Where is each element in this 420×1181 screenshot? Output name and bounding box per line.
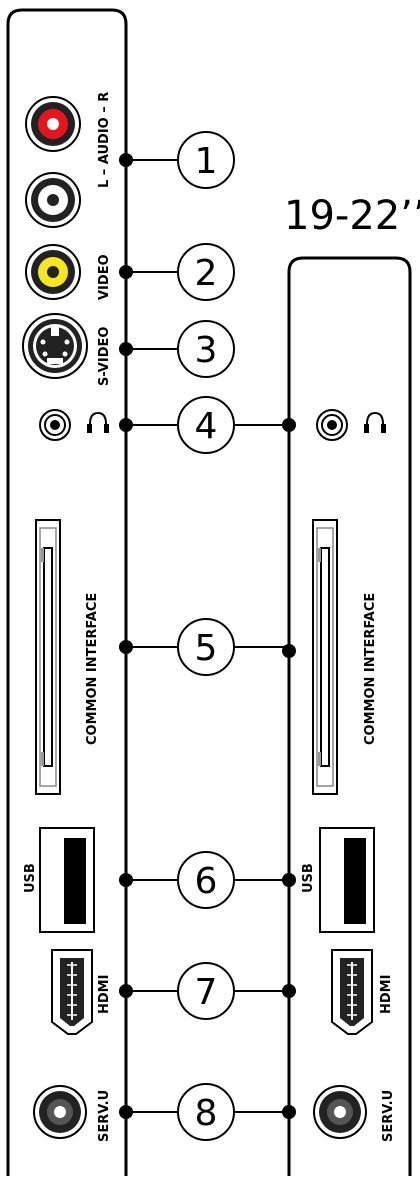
video-jack	[25, 244, 81, 300]
common-interface-slot-right	[312, 519, 338, 795]
callout-8: 8	[119, 1083, 296, 1141]
servu-label-left: SERV.U	[97, 1090, 112, 1142]
callout-4-number: 4	[195, 406, 218, 447]
servu-label-right: SERV.U	[381, 1090, 396, 1142]
svideo-label-text: S-VIDEO	[97, 327, 112, 386]
callout-5-number: 5	[195, 628, 218, 669]
callout-7: 7	[119, 962, 296, 1020]
hdmi-label-left: HDMI	[97, 975, 112, 1014]
callout-7-number: 7	[195, 972, 218, 1013]
video-label-text: VIDEO	[97, 254, 112, 300]
callout-1-number: 1	[195, 141, 218, 182]
audio-label: L – AUDIO – R	[97, 92, 112, 188]
audio-right-jack	[25, 96, 81, 152]
callout-4: 4	[119, 396, 296, 454]
headphone-jack-right	[316, 409, 348, 441]
audio-left-jack	[25, 172, 81, 228]
common-interface-label-right: COMMON INTERFACE	[363, 593, 378, 745]
usb-label-left: USB	[23, 863, 38, 893]
callout-5: 5	[119, 618, 296, 676]
hdmi-port-left	[51, 949, 93, 1035]
headphone-icon	[87, 411, 109, 433]
common-interface-slot-left	[35, 519, 61, 795]
right-panel-outline	[287, 256, 412, 1176]
common-interface-label-left: COMMON INTERFACE	[85, 593, 100, 745]
usb-label-right: USB	[301, 863, 316, 893]
hdmi-label-right: HDMI	[379, 975, 394, 1014]
headphone-icon	[364, 411, 386, 433]
hdmi-port-right	[331, 949, 373, 1035]
svideo-jack	[22, 313, 88, 379]
callout-6-number: 6	[195, 861, 218, 902]
callout-8-number: 8	[195, 1093, 218, 1134]
callout-3: 3	[119, 320, 235, 378]
screen-size-label: 19-22’’	[284, 193, 420, 239]
service-port-left	[33, 1085, 87, 1139]
callout-1: 1	[119, 131, 235, 189]
left-panel-outline	[6, 8, 128, 1176]
usb-port-left	[39, 827, 95, 933]
callout-6: 6	[119, 851, 296, 909]
usb-port-right	[319, 827, 375, 933]
callout-3-number: 3	[195, 330, 218, 371]
callout-2-number: 2	[195, 253, 218, 294]
headphone-jack-left	[39, 409, 71, 441]
service-port-right	[313, 1085, 367, 1139]
callout-2: 2	[119, 243, 235, 301]
